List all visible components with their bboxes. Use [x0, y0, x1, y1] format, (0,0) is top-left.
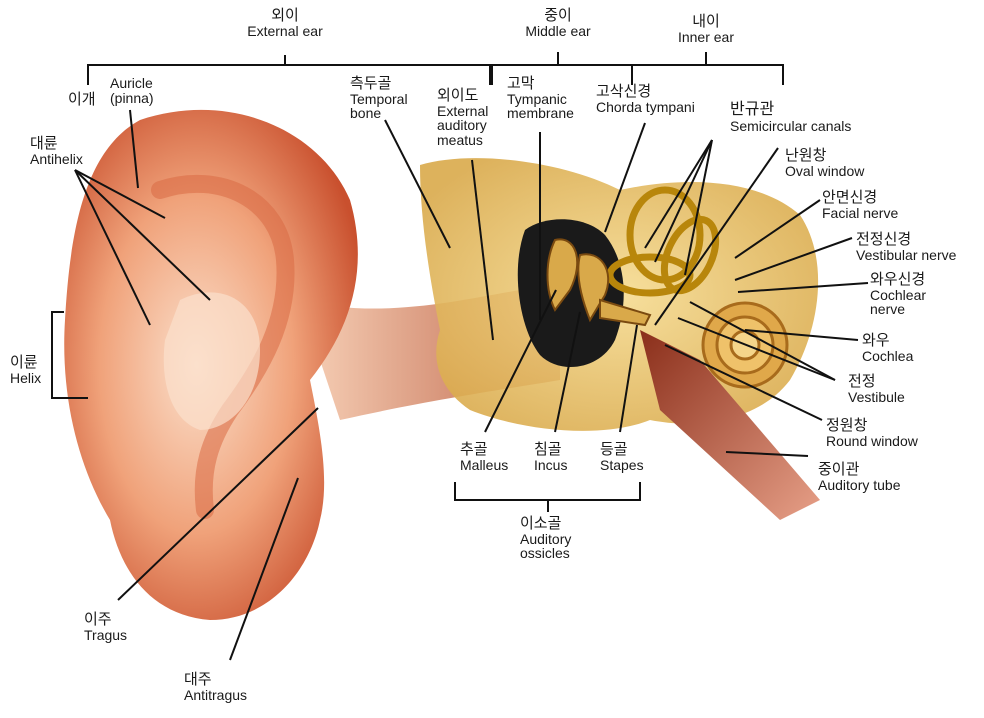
label-chorda-tympani: 고삭신경 Chorda tympani [596, 84, 695, 114]
label-tragus: 이주 Tragus [84, 612, 127, 642]
label-tympanic-membrane: 고막 Tympanic membrane [507, 76, 574, 121]
label-malleus: 추골 Malleus [460, 442, 508, 472]
label-vestibular-nerve: 전정신경 Vestibular nerve [856, 232, 956, 262]
middle-ear-cavity [518, 219, 624, 367]
label-facial-nerve: 안면신경 Facial nerve [822, 190, 898, 220]
label-antitragus: 대주 Antitragus [184, 672, 247, 702]
label-semicircular-canals: 반규관 Semicircular canals [730, 102, 851, 133]
label-external-ear: 외이 External ear [235, 8, 335, 38]
label-auricle: Auricle (pinna) [110, 76, 154, 105]
label-auricle-ko: 이개 [68, 92, 96, 108]
label-inner-ear: 내이 Inner ear [656, 14, 756, 44]
label-auditory-ossicles: 이소골 Auditory ossicles [520, 516, 571, 561]
label-incus: 침골 Incus [534, 442, 567, 472]
label-stapes: 등골 Stapes [600, 442, 644, 472]
label-round-window: 정원창 Round window [826, 418, 918, 448]
label-cochlea: 와우 Cochlea [862, 333, 913, 363]
label-external-auditory-meatus: 외이도 External auditory meatus [437, 88, 488, 148]
label-antihelix: 대륜 Antihelix [30, 136, 83, 166]
label-auditory-tube: 중이관 Auditory tube [818, 462, 901, 492]
label-temporal-bone: 측두골 Temporal bone [350, 76, 408, 121]
label-cochlear-nerve: 와우신경 Cochlear nerve [870, 272, 926, 317]
label-oval-window: 난원창 Oval window [785, 148, 864, 178]
label-middle-ear: 중이 Middle ear [508, 8, 608, 38]
label-vestibule: 전정 Vestibule [848, 374, 905, 404]
label-helix: 이륜 Helix [10, 355, 41, 385]
